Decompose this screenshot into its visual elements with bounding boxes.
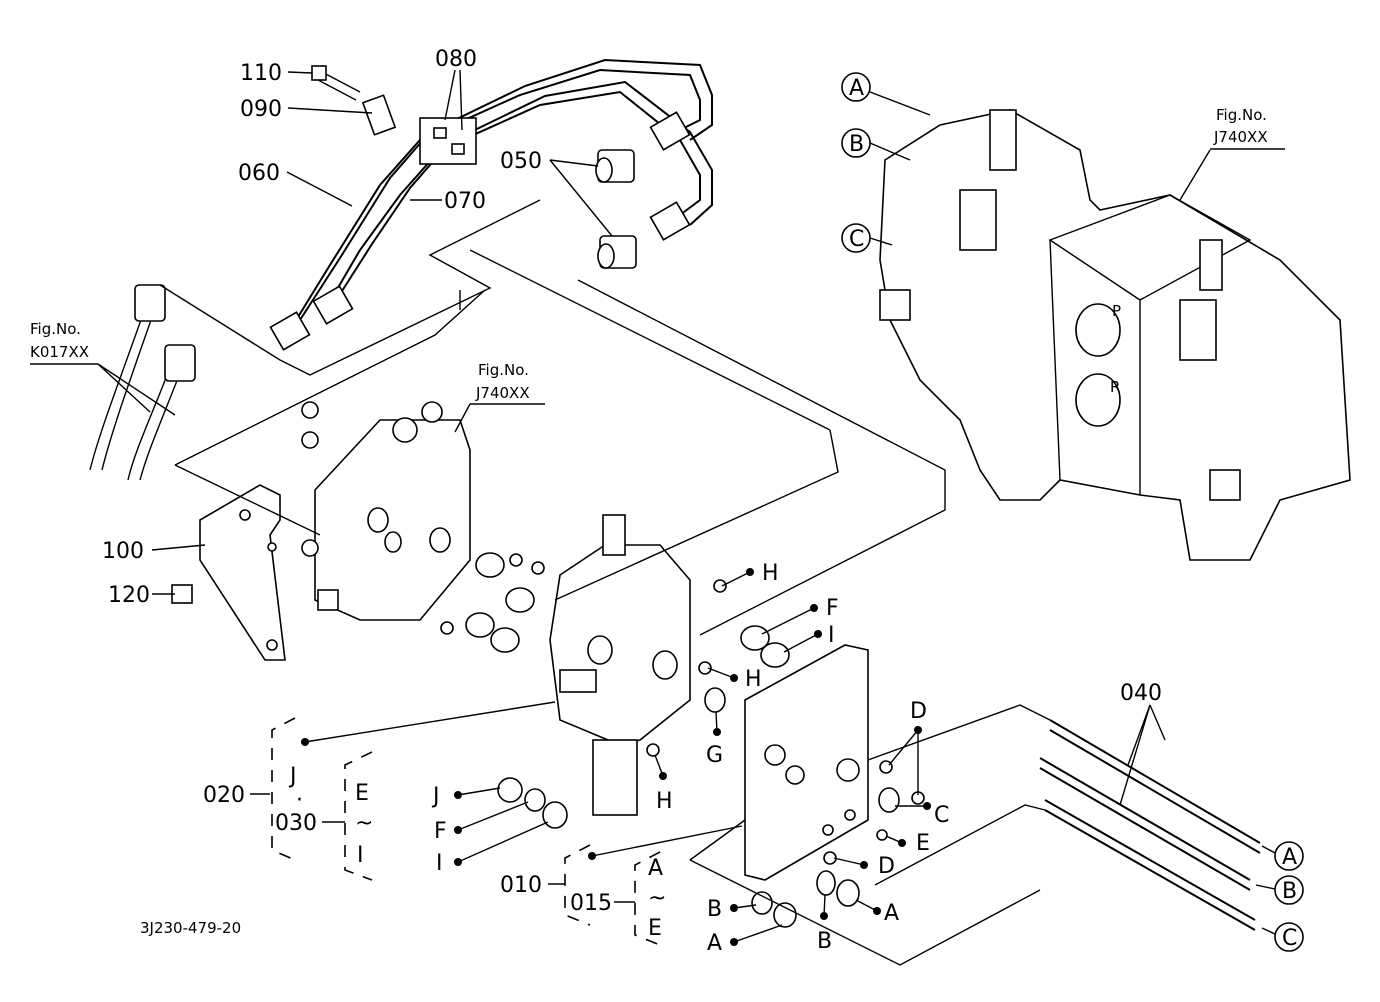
circle-rod-a [1274,841,1304,871]
label-040: 040 [1120,681,1162,706]
valve-section [549,514,691,816]
label-100: 100 [102,539,144,564]
group-030-bottom: I [357,843,364,868]
boundary-lines [159,199,1051,966]
circle-rod-b-text: B [1282,879,1297,904]
callout-f-2: F [434,819,447,844]
group-015-top: A [648,856,663,881]
group-030-marker: J [288,764,297,789]
pipe-assembly [269,58,713,351]
label-060: 060 [238,161,280,186]
fig-ref-top-line1: Fig.No. [1216,106,1267,124]
circle-top-c [841,223,871,253]
port-p: P [1112,302,1121,320]
fig-ref-top-line2: J740XX [1213,128,1268,146]
group-030-top: E [355,781,369,806]
end-plate [744,644,869,881]
circled-markers [841,72,1304,952]
circle-top-c-text: C [849,227,864,252]
group-brackets [271,717,661,946]
callout-j: J [431,784,440,809]
callout-g: G [706,743,723,768]
label-010: 010 [500,873,542,898]
label-110: 110 [240,61,282,86]
label-015: 015 [570,891,612,916]
group-030-tilde: ~ [355,811,373,836]
callout-b-2: B [817,929,832,954]
label-090: 090 [240,97,282,122]
label-120: 120 [108,583,150,608]
callout-i-1: I [828,623,835,648]
group-015-bottom: E [648,916,662,941]
group-030-dot: · [296,788,303,813]
valve-assembly-top [879,109,1351,561]
label-070: 070 [444,189,486,214]
circle-rod-b [1274,875,1304,905]
callout-h-3: H [656,789,673,814]
port-r: R [1110,378,1120,396]
label-020: 020 [203,783,245,808]
circle-top-b-text: B [849,132,864,157]
circle-top-a-text: A [849,76,864,101]
valve-block-mid [314,401,471,621]
callout-a-1: A [707,931,722,956]
label-050: 050 [500,149,542,174]
hoses [89,284,196,481]
circle-top-a [841,72,871,102]
callout-d-1: D [910,699,927,724]
leader-lines [30,69,1285,903]
callout-a-2: A [884,901,899,926]
label-030: 030 [275,811,317,836]
circle-rod-c-text: C [1282,926,1297,951]
circle-rod-c [1274,922,1304,952]
callout-e-1: E [916,831,930,856]
callout-h-1: H [762,561,779,586]
o-rings [301,401,925,928]
drawing-number: 3J230-479-20 [140,919,241,937]
circle-top-b [841,128,871,158]
fig-ref-mid-line2: J740XX [475,384,530,402]
callout-c-1: C [934,803,949,828]
circle-rod-a-text: A [1282,845,1297,870]
callout-i-2: I [436,851,443,876]
fig-ref-hose-line2: K017XX [30,343,89,361]
labels: 110 090 060 080 070 050 100 120 040 020 … [30,47,1297,956]
group-015-tilde: ~ [648,886,666,911]
callout-b-1: B [707,897,722,922]
fig-ref-mid-line1: Fig.No. [478,361,529,379]
callout-d-2: D [878,854,895,879]
bracket [171,484,286,661]
tie-rods [1039,719,1261,931]
fig-ref-hose-line1: Fig.No. [30,320,81,338]
label-080: 080 [435,47,477,72]
callout-dots [301,568,931,946]
callout-f-1: F [826,596,839,621]
callout-h-2: H [745,667,762,692]
